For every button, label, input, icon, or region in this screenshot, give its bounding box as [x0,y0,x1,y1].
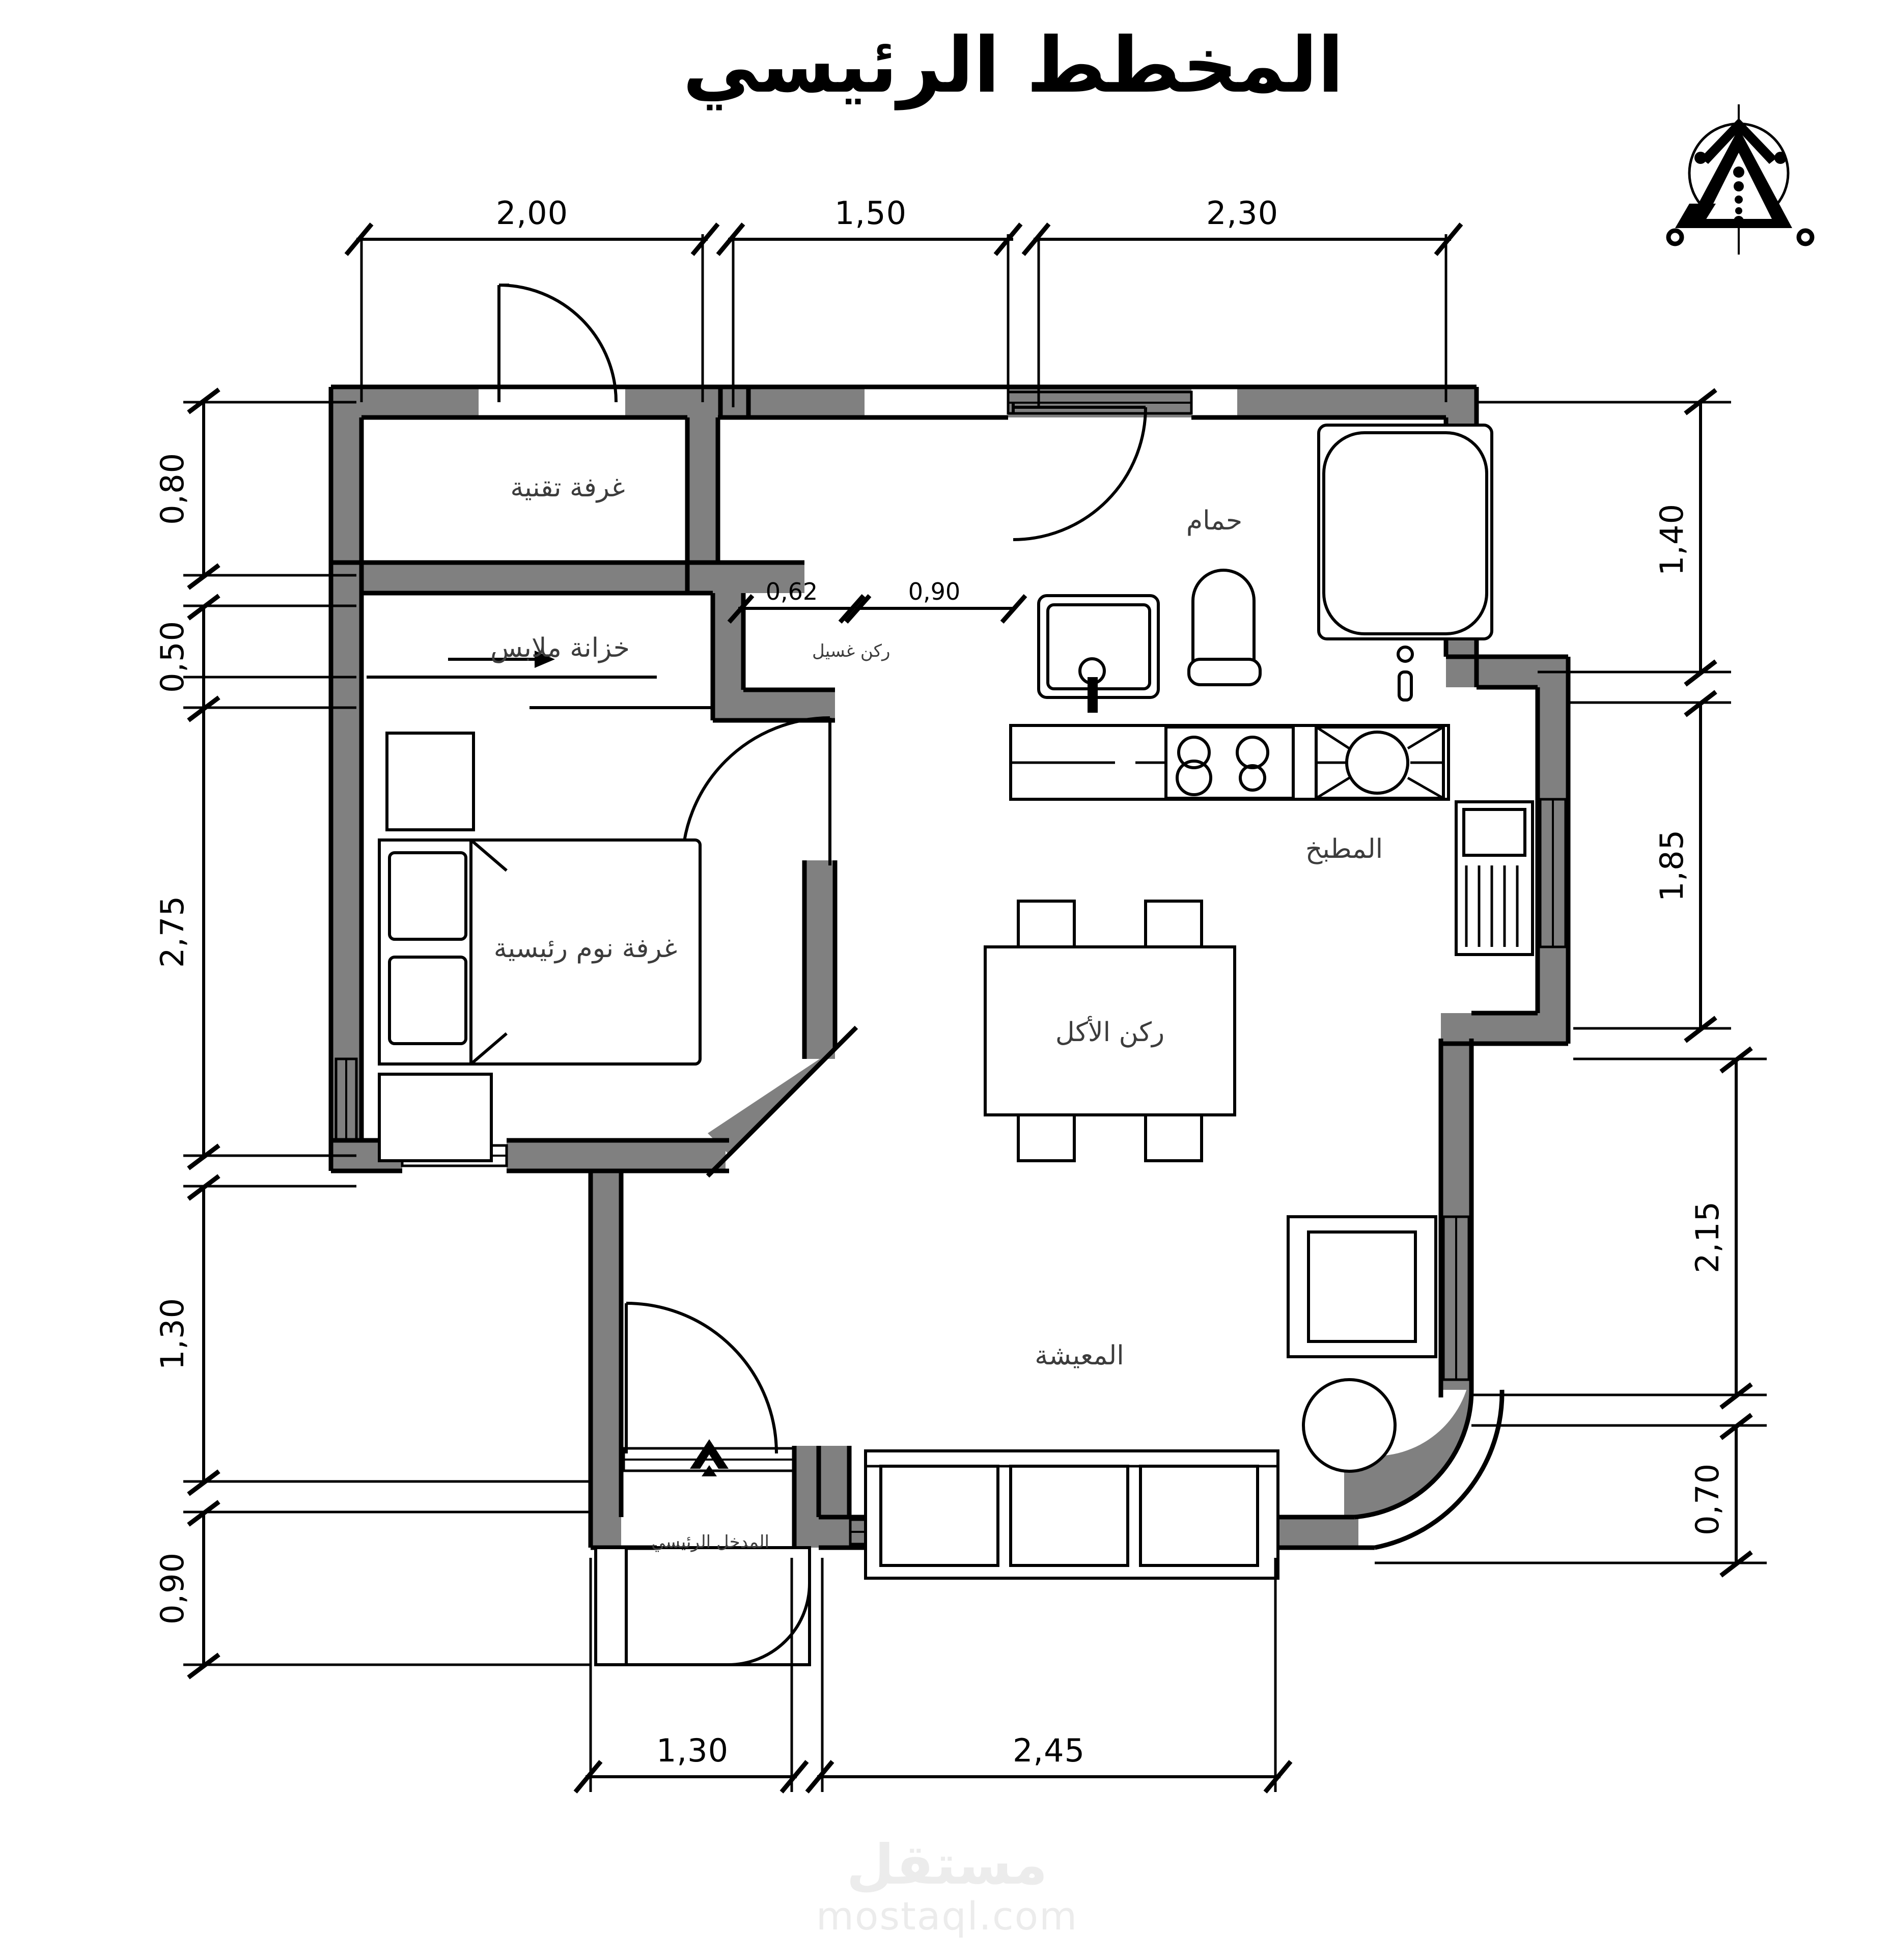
dimension-chain-top: 2,00 1,50 2,30 [344,194,1463,407]
window-bedroom-west [335,1057,358,1142]
dim-right-3: 2,15 [1689,1201,1726,1273]
dim-left-2: 0,50 [154,621,191,693]
dim-interior-1: 0,62 [766,578,818,605]
furniture-bathroom [1037,424,1493,713]
door-technical-room [497,284,618,403]
room-label-bedroom: غرفة نوم رئيسية [494,933,677,964]
door-bedroom [681,716,831,866]
door-bathroom [1012,402,1147,541]
dim-right-1: 1,40 [1653,503,1690,576]
furniture-bedroom [378,732,702,1162]
dim-left-5: 0,90 [154,1552,191,1625]
watermark: مستقل mostaql.com [816,1833,1078,1939]
dim-left-1: 0,80 [154,453,191,525]
window-kitchen-east [1539,798,1567,948]
room-label-bathroom: حمام [1186,506,1242,536]
furniture-dining [984,900,1236,1162]
watermark-arabic: مستقل [847,1833,1048,1897]
door-main-entrance [625,1302,778,1454]
dimension-chain-bottom: 1,30 2,45 [573,1558,1293,1794]
room-label-kitchen: المطبخ [1305,834,1383,864]
room-label-living: المعيشة [1035,1340,1124,1371]
furniture-living [864,1215,1437,1580]
room-label-laundry: ركن غسيل [812,641,890,661]
dimension-chain-left: 0,80 0,50 2,75 1,30 0,90 [154,387,591,1679]
dimension-interior: 0,62 0,90 [727,578,1027,624]
dim-top-2: 1,50 [834,194,907,232]
room-label-technical: غرفة تقنية [510,472,625,503]
page-title: المخطط الرئيسي [683,21,1344,110]
dim-top-3: 2,30 [1206,194,1278,232]
room-label-wardrobe: خزانة ملابس [490,633,630,663]
north-arrow-icon [1666,104,1815,255]
room-label-entrance: المدخل الرئيسي [651,1532,769,1552]
watermark-domain: mostaql.com [816,1893,1078,1939]
dim-top-1: 2,00 [496,194,568,232]
dim-right-2: 1,85 [1653,829,1690,902]
room-label-dining: ركن الأكل [1055,1016,1164,1048]
dim-interior-2: 0,90 [908,578,960,605]
dim-right-4: 0,70 [1689,1463,1726,1535]
furniture-wardrobe [367,651,713,709]
entrance-steps [594,1439,811,1666]
dim-left-4: 1,30 [154,1298,191,1370]
dim-bottom-2: 2,45 [1013,1732,1085,1769]
furniture-kitchen [1009,724,1534,956]
dimension-chain-right: 1,40 1,85 2,15 0,70 [1375,388,1767,1578]
dim-bottom-1: 1,30 [656,1732,729,1769]
window-living-east [1442,1215,1470,1381]
dim-left-3: 2,75 [154,895,191,968]
